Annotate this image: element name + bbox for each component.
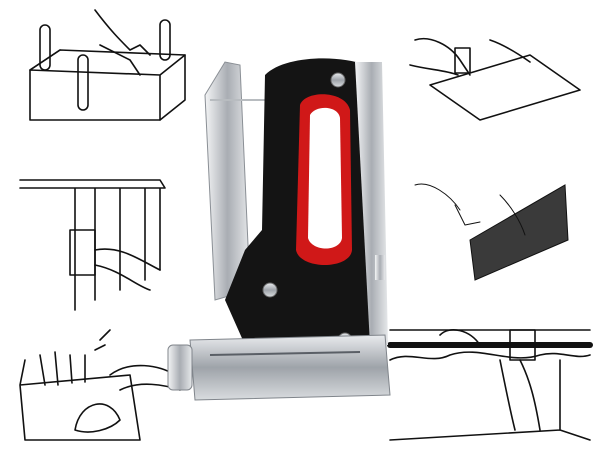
- illustration-brush-box: [19, 329, 181, 441]
- staple-gun: [167, 58, 391, 401]
- illustration-stool: [29, 9, 186, 121]
- illustration-wall-panel: [19, 179, 166, 311]
- illustration-screen-mesh: [414, 183, 569, 281]
- illustration-paper: [409, 38, 581, 121]
- illustration-floor: [387, 329, 593, 441]
